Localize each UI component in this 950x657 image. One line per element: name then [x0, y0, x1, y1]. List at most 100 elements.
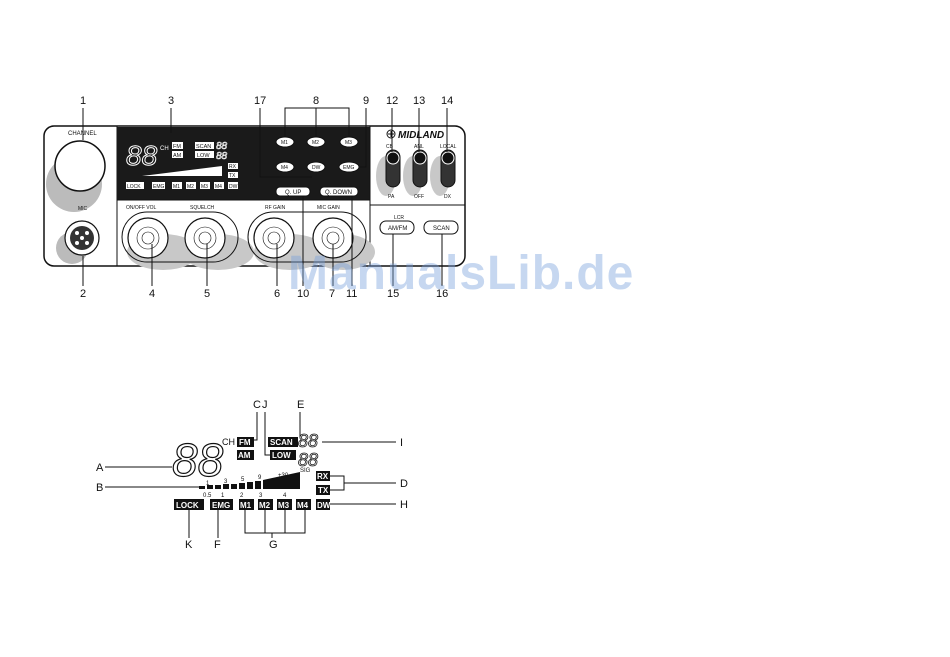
callout-3: 3 — [168, 95, 174, 107]
q-up-button[interactable]: Q. UP — [275, 186, 311, 197]
radio-front-panel: CHANNEL MIC 88 CH FM AM SCAN LOW 88 — [43, 125, 466, 270]
panel-lcd-tx: TX — [229, 173, 236, 179]
dw-button[interactable] — [306, 161, 326, 173]
q-down-label: Q. DOWN — [325, 190, 352, 196]
callout-8: 8 — [313, 95, 319, 107]
callout-a: A — [96, 462, 104, 474]
panel-lcd: 88 CH FM AM SCAN LOW 88 88 RX TX LOCK EM… — [124, 133, 242, 193]
lcd-m2: M2 — [259, 501, 271, 510]
scale-bottom-3: 3 — [259, 493, 263, 499]
scale-top-5: 5 — [241, 477, 245, 483]
panel-lcd-rx: RX — [229, 164, 237, 170]
panel-lcd-m4: M4 — [215, 184, 222, 190]
rf-gain-knob[interactable] — [253, 217, 295, 259]
callout-d: D — [400, 478, 408, 490]
scale-top-1: 1 — [206, 481, 210, 487]
emg-button-label: EMG — [343, 165, 355, 171]
scale-top-9: 9 — [258, 475, 262, 481]
mic-connector — [56, 220, 100, 264]
scale-bottom-2: 2 — [240, 493, 244, 499]
cb-pa-switch[interactable] — [385, 149, 401, 188]
panel-lcd-scan: SCAN — [196, 144, 211, 150]
panel-lcd-lock: LOCK — [127, 184, 141, 190]
m3-button-label: M3 — [345, 140, 352, 146]
switch-3-bottom-label: DX — [444, 194, 452, 200]
lcd-scan: SCAN — [270, 438, 293, 447]
memory-buttons: M1 M2 M3 M4 DW EMG — [275, 136, 360, 173]
callout-k: K — [185, 539, 193, 551]
panel-lcd-digits: 88 — [126, 140, 158, 171]
panel-lcd-dw: DW — [229, 184, 238, 190]
q-down-button[interactable]: Q. DOWN — [319, 186, 359, 197]
q-up-label: Q. UP — [285, 190, 301, 196]
callout-10: 10 — [297, 288, 309, 300]
anl-off-switch[interactable] — [412, 149, 428, 188]
top-callouts: 1 3 17 8 9 12 13 14 — [80, 95, 453, 107]
m1-button-label: M1 — [281, 140, 288, 146]
callout-7: 7 — [329, 288, 335, 300]
scan-button[interactable]: SCAN — [423, 220, 459, 235]
lcd-mini-digits-2: 88 — [298, 450, 318, 470]
lcd-sig: SIG — [300, 468, 311, 474]
signal-meter — [199, 472, 300, 489]
callout-4: 4 — [149, 288, 155, 300]
lcd-dw: DW — [317, 501, 331, 510]
callout-11: 11 — [346, 288, 357, 300]
callout-b: B — [96, 482, 103, 494]
switch-2-bottom-label: OFF — [414, 194, 424, 200]
callout-16: 16 — [436, 288, 448, 300]
callout-c: C — [253, 399, 261, 411]
am-fm-button[interactable]: AM/FM — [379, 220, 415, 235]
callout-13: 13 — [413, 95, 425, 107]
mic-gain-knob-label: MIC GAIN — [317, 205, 340, 211]
am-fm-button-label: AM/FM — [388, 226, 407, 232]
callout-2: 2 — [80, 288, 86, 300]
callout-6: 6 — [274, 288, 280, 300]
panel-lcd-m2: M2 — [187, 184, 194, 190]
m4-button-label: M4 — [281, 165, 288, 171]
callout-f: F — [214, 539, 221, 551]
lcd-rx: RX — [317, 472, 329, 481]
lcd-lock: LOCK — [176, 501, 199, 510]
brand-text: MIDLAND — [398, 130, 444, 141]
panel-lcd-m3: M3 — [201, 184, 208, 190]
squelch-knob[interactable] — [184, 217, 226, 259]
callout-e: E — [297, 399, 304, 411]
lcd-fm: FM — [239, 438, 251, 447]
panel-lcd-mini-digits-1: 88 — [216, 141, 228, 152]
lcd-am: AM — [238, 451, 251, 460]
mic-label: MIC — [78, 206, 88, 212]
emg-button[interactable] — [338, 161, 360, 173]
dw-button-label: DW — [312, 165, 321, 171]
callout-9: 9 — [363, 95, 369, 107]
local-dx-switch[interactable] — [440, 149, 456, 188]
m4-button[interactable] — [275, 161, 295, 173]
channel-knob[interactable] — [46, 140, 106, 212]
lcd-low: LOW — [272, 451, 291, 460]
scale-bottom-05: 0.5 — [203, 493, 212, 499]
scale-bottom-4: 4 — [283, 493, 287, 499]
m2-button-label: M2 — [312, 140, 319, 146]
callout-i: I — [400, 437, 403, 449]
rf-gain-knob-label: RF GAIN — [265, 205, 286, 211]
lcd-tx: TX — [318, 486, 329, 495]
lcd-emg: EMG — [212, 501, 230, 510]
callout-15: 15 — [387, 288, 399, 300]
panel-lcd-fm: FM — [173, 144, 181, 150]
callout-17: 17 — [254, 95, 266, 107]
lcd-m4: M4 — [297, 501, 309, 510]
callout-h: H — [400, 499, 408, 511]
callout-g: G — [269, 539, 278, 551]
lcd-m3: M3 — [278, 501, 290, 510]
lcd-mini-digits-1: 88 — [298, 431, 318, 451]
lcd-m1: M1 — [240, 501, 252, 510]
panel-lcd-am: AM — [173, 153, 182, 159]
switch-1-top-label: CB — [386, 144, 394, 150]
midland-logo: MIDLAND — [386, 129, 444, 141]
volume-knob[interactable] — [127, 217, 169, 259]
callout-14: 14 — [441, 95, 453, 107]
callout-5: 5 — [204, 288, 210, 300]
panel-lcd-mini-digits-2: 88 — [216, 151, 228, 162]
scan-button-label: SCAN — [433, 226, 450, 232]
panel-lcd-ch: CH — [160, 146, 169, 152]
